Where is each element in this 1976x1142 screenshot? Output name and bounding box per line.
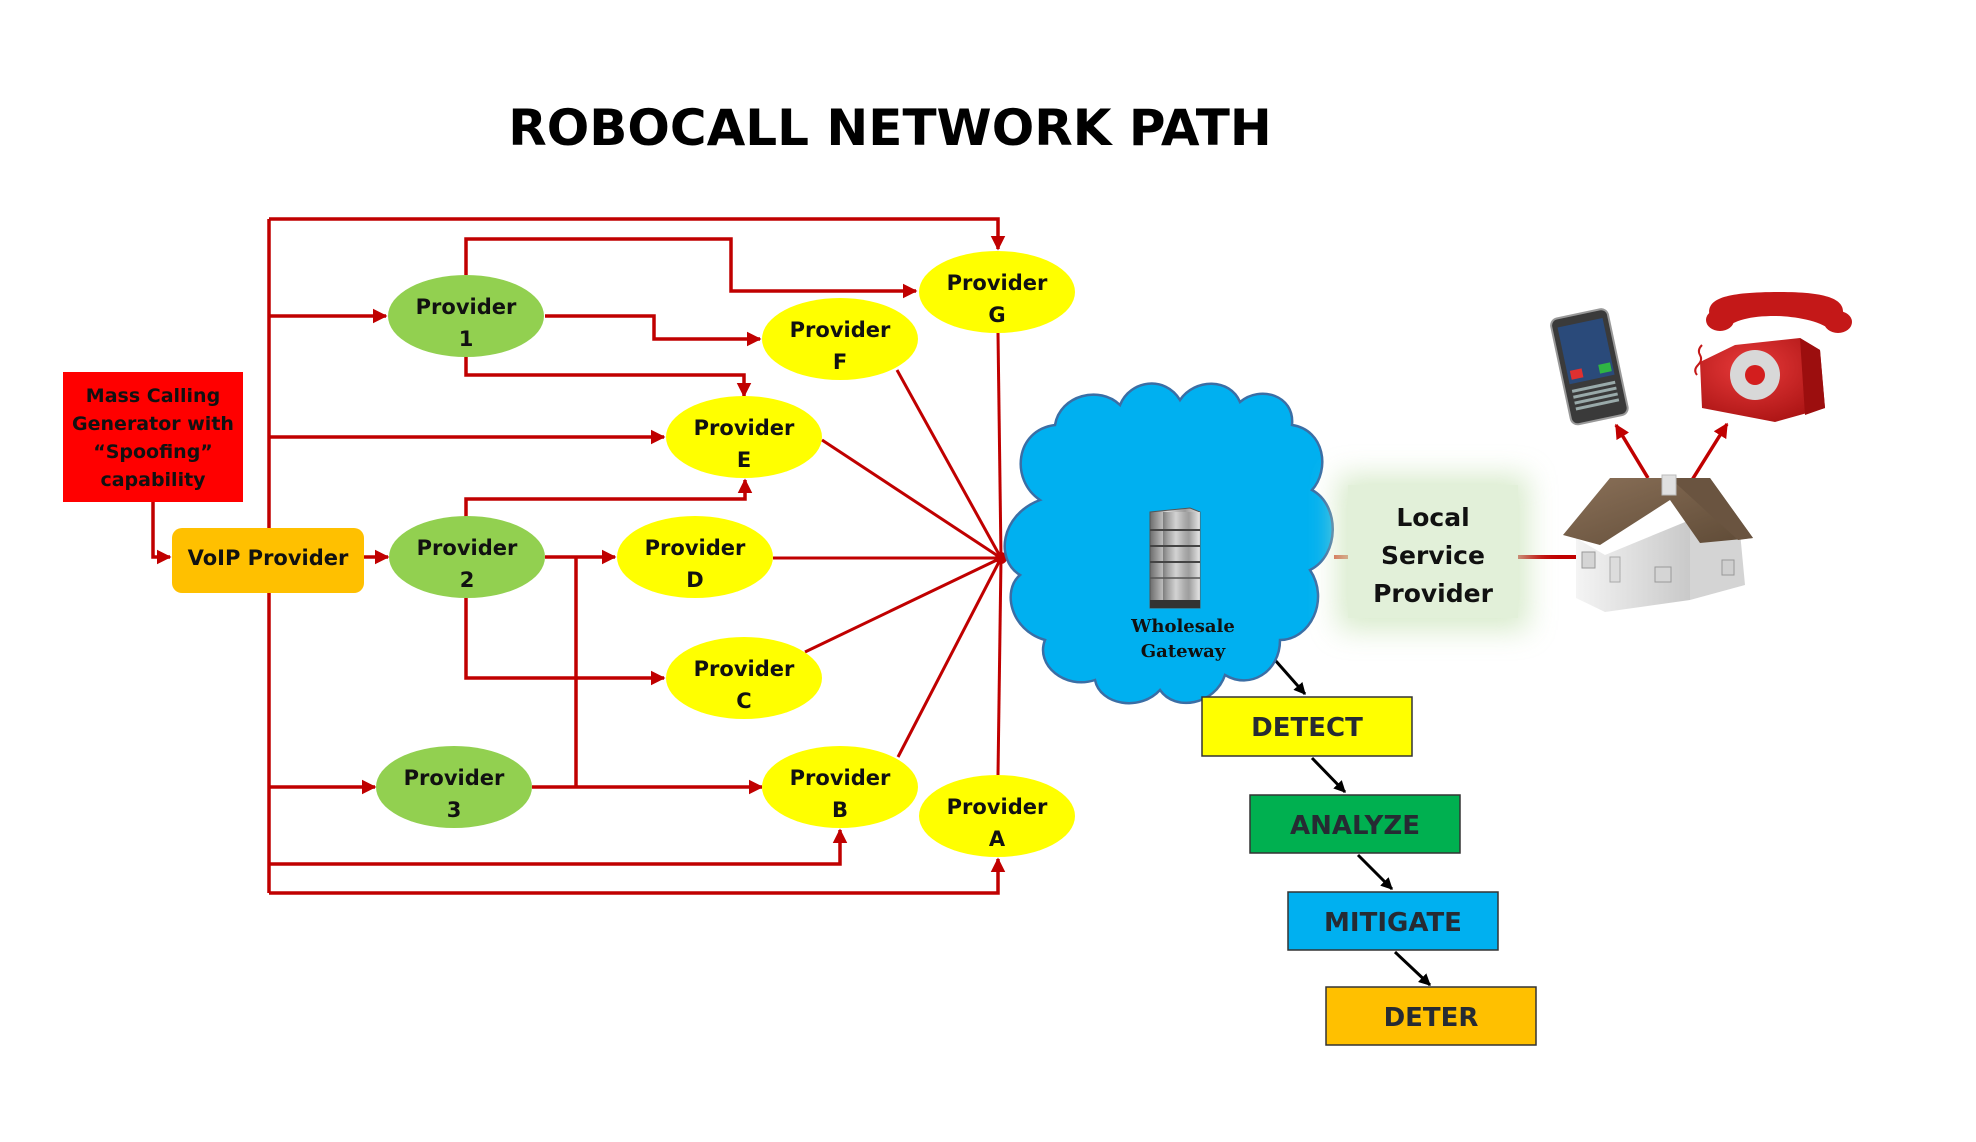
- arrow-mitigate-deter: [1393, 950, 1432, 987]
- wire-p1-g: [464, 237, 918, 299]
- generator-line-2: Generator with: [72, 413, 234, 435]
- provider-f-line1: Provider: [790, 318, 891, 342]
- provider-d-line2: D: [686, 568, 703, 592]
- provider-1-line2: 1: [459, 327, 474, 351]
- wire-trunk-g: [269, 217, 1006, 251]
- provider-node-c[interactable]: Provider C: [666, 637, 822, 719]
- rotary-phone-icon: [1694, 292, 1852, 422]
- provider-node-1[interactable]: Provider 1: [388, 275, 544, 357]
- provider-node-g[interactable]: Provider G: [919, 251, 1075, 333]
- wire-e-gw: [821, 438, 1002, 560]
- wire-trunk-b: [269, 828, 848, 866]
- wire-p2-e: [464, 478, 753, 517]
- generator-line-4: capability: [100, 469, 206, 491]
- wire-p1-e: [464, 357, 752, 398]
- step-analyze-label: ANALYZE: [1290, 811, 1420, 841]
- step-detect-label: DETECT: [1251, 713, 1363, 743]
- house-icon: [1563, 474, 1753, 612]
- wire-p2-c: [464, 598, 666, 686]
- provider-b-line2: B: [832, 798, 848, 822]
- lsp-line3: Provider: [1373, 579, 1494, 608]
- wire-house-landline: [1690, 422, 1729, 481]
- wire-a-gw: [996, 557, 1003, 776]
- network-wires: [151, 217, 1729, 987]
- provider-node-b[interactable]: Provider B: [762, 746, 918, 828]
- generator-line-3: “Spoofing”: [93, 441, 213, 463]
- provider-c-line1: Provider: [694, 657, 795, 681]
- provider-3-line2: 3: [447, 798, 462, 822]
- provider-d-line1: Provider: [645, 536, 746, 560]
- wholesale-gateway-cloud[interactable]: Wholesale Gateway: [1003, 382, 1334, 705]
- provider-e-line2: E: [737, 448, 751, 472]
- diagram-title: ROBOCALL NETWORK PATH: [508, 99, 1271, 157]
- provider-1-line1: Provider: [416, 295, 517, 319]
- provider-b-line1: Provider: [790, 766, 891, 790]
- provider-node-3[interactable]: Provider 3: [376, 746, 532, 828]
- provider-c-line2: C: [736, 689, 751, 713]
- step-analyze[interactable]: ANALYZE: [1249, 794, 1461, 854]
- provider-node-f[interactable]: Provider F: [762, 298, 918, 380]
- generator-line-1: Mass Calling: [86, 385, 220, 407]
- wire-g-gw: [996, 332, 1003, 559]
- step-deter[interactable]: DETER: [1325, 986, 1537, 1046]
- local-service-provider[interactable]: Local Service Provider: [1338, 475, 1528, 630]
- provider-f-line2: F: [833, 350, 847, 374]
- provider-node-a[interactable]: Provider A: [919, 775, 1075, 857]
- voip-provider-node[interactable]: VoIP Provider: [172, 528, 364, 593]
- mobile-phone-icon: [1550, 308, 1629, 426]
- provider-2-line2: 2: [460, 568, 475, 592]
- mass-calling-generator[interactable]: Mass Calling Generator with “Spoofing” c…: [63, 372, 243, 502]
- gateway-line2: Gateway: [1141, 641, 1226, 662]
- provider-g-line2: G: [988, 303, 1005, 327]
- arrow-detect-analyze: [1310, 756, 1347, 794]
- provider-node-2[interactable]: Provider 2: [389, 516, 545, 598]
- lsp-line2: Service: [1381, 541, 1485, 570]
- wire-c-gw: [804, 556, 1002, 654]
- wire-b-gw: [896, 557, 1003, 758]
- wire-house-mobile: [1614, 423, 1650, 479]
- provider-e-line1: Provider: [694, 416, 795, 440]
- provider-node-e[interactable]: Provider E: [666, 396, 822, 478]
- step-detect[interactable]: DETECT: [1201, 696, 1413, 757]
- provider-g-line1: Provider: [947, 271, 1048, 295]
- server-icon: [1149, 507, 1201, 609]
- step-mitigate-label: MITIGATE: [1324, 908, 1462, 938]
- provider-node-d[interactable]: Provider D: [617, 516, 773, 598]
- arrow-analyze-mitigate: [1356, 853, 1394, 891]
- step-mitigate[interactable]: MITIGATE: [1287, 891, 1499, 951]
- wire-f-gw: [895, 369, 1003, 559]
- provider-a-line2: A: [989, 827, 1006, 851]
- wire-p1-f: [545, 314, 762, 347]
- voip-label: VoIP Provider: [188, 546, 349, 570]
- arrow-gw-detect: [1273, 659, 1307, 695]
- provider-a-line1: Provider: [947, 795, 1048, 819]
- lsp-line1: Local: [1396, 503, 1469, 532]
- wire-trunk-a: [269, 857, 1006, 895]
- gateway-line1: Wholesale: [1130, 616, 1235, 637]
- step-deter-label: DETER: [1384, 1003, 1479, 1033]
- wire-generator-voip: [151, 502, 172, 565]
- provider-2-line1: Provider: [417, 536, 518, 560]
- provider-3-line1: Provider: [404, 766, 505, 790]
